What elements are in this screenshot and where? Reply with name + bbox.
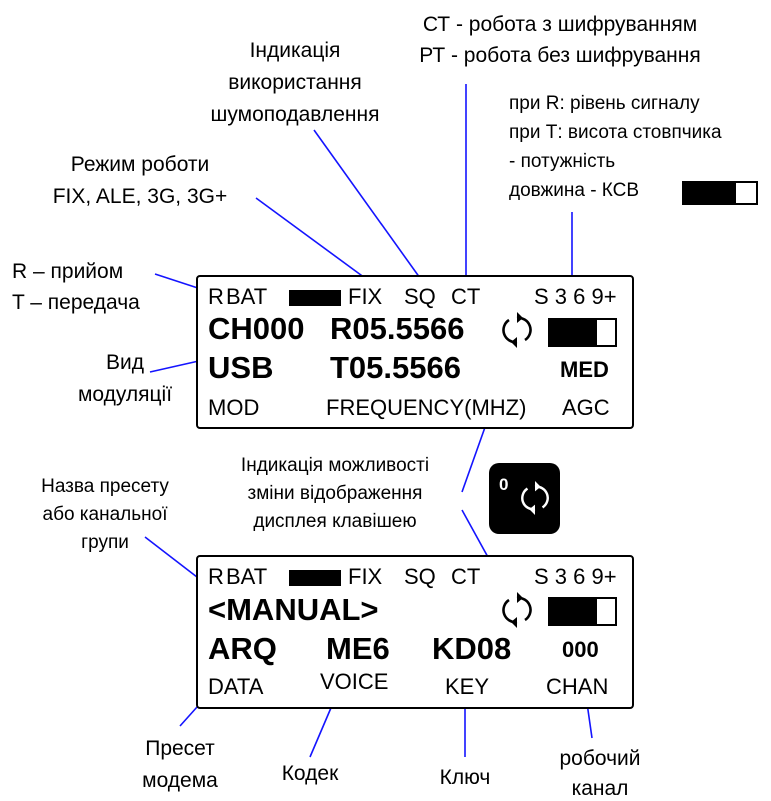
label-data: DATA: [208, 674, 264, 699]
signal-meter-legend: [682, 181, 758, 205]
rt-indicator: R: [208, 564, 224, 589]
signal-scale: S 3 6 9+: [534, 564, 617, 589]
signal-meter-fill: [550, 320, 597, 345]
label-mod: MOD: [208, 395, 260, 420]
leader-mode: [255, 197, 366, 279]
mode-annotation-line2: FIX, ALE, 3G, 3G+: [52, 185, 228, 208]
display-toggle-key: 0: [489, 463, 560, 534]
signal-scale: S 3 6 9+: [534, 284, 617, 309]
signal-annotation-line1: при R: рівень сигналу: [509, 93, 700, 114]
codec-value: ME6: [326, 631, 390, 666]
rotate-icon: [521, 481, 549, 515]
agc-value: MED: [560, 357, 609, 382]
rotate-icon: [502, 592, 532, 628]
modem-annotation-line2: модема: [142, 769, 218, 792]
label-frequency: FREQUENCY(MHZ): [326, 395, 527, 420]
rt-indicator: R: [208, 284, 224, 309]
label-key: KEY: [445, 674, 490, 699]
bat-label: BAT: [226, 564, 268, 589]
signal-meter: [548, 318, 617, 347]
label-chan: CHAN: [546, 674, 609, 699]
battery-bar-icon: [289, 290, 341, 306]
toggle-annotation-line2: зміни відображення: [247, 483, 423, 504]
channel-number: CH000: [208, 311, 305, 346]
toggle-annotation-line3: дисплея клавішею: [253, 511, 417, 532]
modulation-annotation-line2: модуляції: [77, 383, 173, 406]
leader-squelch: [313, 129, 426, 286]
signal-meter: [548, 597, 617, 626]
ct-annotation-line1: СТ - робота з шифруванням: [422, 13, 698, 36]
rt-annotation-line2: T – передача: [12, 291, 140, 314]
mode-annotation-line1: Режим роботи: [70, 153, 210, 176]
rotate-icon: [502, 312, 532, 348]
label-agc: AGC: [562, 395, 610, 420]
modem-annotation-line1: Пресет: [145, 737, 215, 760]
display-screen-main: [196, 275, 634, 429]
signal-meter-legend-fill: [684, 183, 736, 203]
pt-annotation-line2: РТ - робота без шифрування: [419, 44, 701, 67]
squelch-annotation-line2: використання: [228, 71, 362, 94]
mode-fix: FIX: [348, 284, 383, 309]
modem-preset-value: ARQ: [208, 631, 277, 666]
sq-indicator: SQ: [404, 564, 436, 589]
preset-name: <MANUAL>: [208, 592, 379, 627]
key-digit: 0: [499, 475, 509, 494]
battery-bar-icon: [289, 570, 341, 586]
signal-annotation-line3: - потужність: [509, 151, 616, 172]
rx-frequency: R05.5566: [330, 311, 465, 346]
bat-label: BAT: [226, 284, 268, 309]
channel-value: 000: [562, 637, 599, 662]
preset-annotation-line1: Назва пресету: [41, 476, 169, 497]
ct-indicator: CT: [451, 564, 481, 589]
rt-annotation-line1: R – прийом: [12, 260, 124, 283]
preset-annotation-line2: або канальної: [42, 504, 168, 525]
squelch-annotation-line1: Індикація: [249, 39, 341, 62]
preset-annotation-line3: групи: [81, 532, 129, 553]
modulation-annotation-line1: Вид: [106, 351, 144, 374]
mode-fix: FIX: [348, 564, 383, 589]
signal-annotation-line2: при Т: висота стовпчика: [509, 122, 722, 143]
modulation-value: USB: [208, 350, 274, 385]
toggle-annotation-line1: Індикація можливості: [240, 455, 430, 476]
codec-annotation: Кодек: [281, 762, 339, 785]
key-annotation: Ключ: [439, 766, 491, 789]
channel-annotation-line2: канал: [571, 777, 629, 800]
channel-annotation-line1: робочий: [559, 747, 641, 770]
sq-indicator: SQ: [404, 284, 436, 309]
key-value: KD08: [432, 631, 512, 666]
signal-meter-fill: [550, 599, 597, 624]
tx-frequency: T05.5566: [330, 350, 461, 385]
squelch-annotation-line3: шумоподавлення: [210, 103, 380, 126]
ct-indicator: CT: [451, 284, 481, 309]
display-screen-preset: [196, 555, 634, 709]
label-voice: VOICE: [320, 669, 389, 694]
signal-annotation-line4: довжина - КСВ: [509, 180, 640, 201]
